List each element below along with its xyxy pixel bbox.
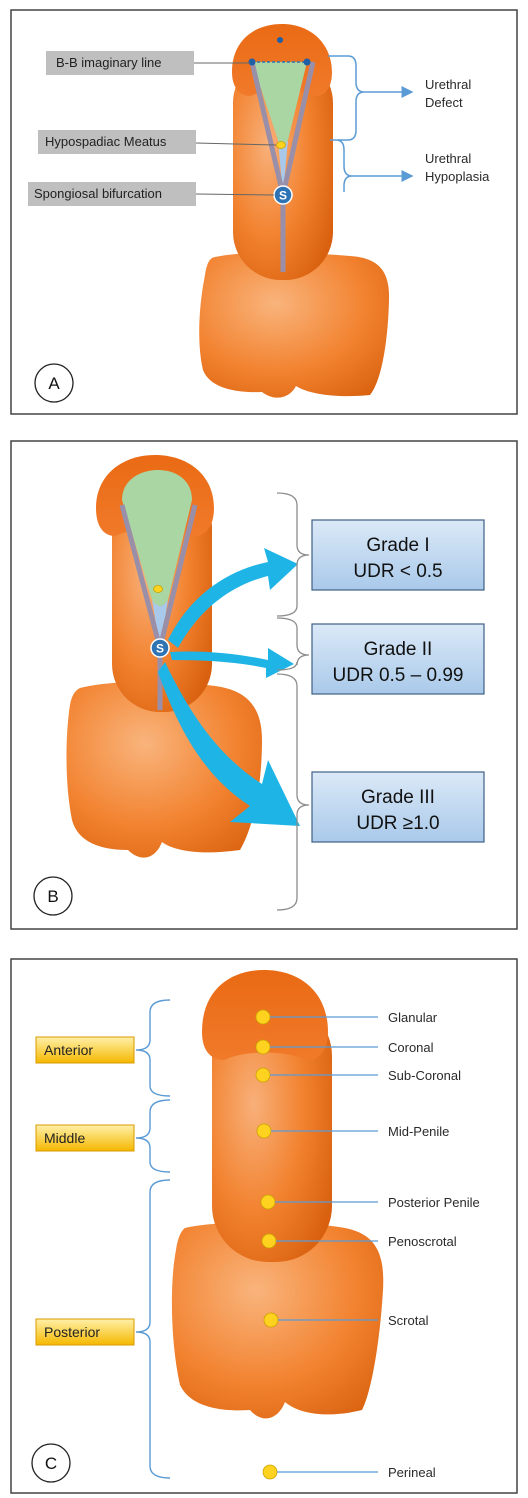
meatus-marker — [154, 586, 163, 593]
bb-point-right — [304, 59, 311, 66]
panel-b-letter: B — [47, 887, 58, 906]
bb-line-label: B-B imaginary line — [56, 55, 162, 70]
group-middle: Middle — [44, 1130, 85, 1146]
grade-3-title: Grade III — [361, 787, 435, 808]
subcoronal-dot — [256, 1068, 270, 1082]
s-marker-label: S — [156, 642, 164, 656]
defect-label-line1: Urethral — [425, 77, 471, 92]
meatus-marker — [277, 142, 286, 149]
location-penoscrotal: Penoscrotal — [388, 1234, 457, 1249]
group-anterior: Anterior — [44, 1042, 93, 1058]
glanular-dot — [256, 1010, 270, 1024]
bifurcation-label: Spongiosal bifurcation — [34, 186, 162, 201]
panel-c-letter: C — [45, 1454, 57, 1473]
grade-2-title: Grade II — [364, 639, 433, 660]
scrotal-dot — [264, 1313, 278, 1327]
panel-c: Glanular Coronal Sub-Coronal Mid-Penile … — [11, 959, 517, 1493]
location-scrotal: Scrotal — [388, 1313, 429, 1328]
penoscrotal-dot — [262, 1234, 276, 1248]
posterior-penile-dot — [261, 1195, 275, 1209]
panel-b: S Grade I UDR < 0.5 Grade II UDR 0.5 – 0… — [11, 441, 517, 929]
location-midpenile: Mid-Penile — [388, 1124, 449, 1139]
grade-1-box: Grade I UDR < 0.5 — [312, 520, 484, 590]
grade-1-title: Grade I — [366, 535, 429, 556]
grade-1-value: UDR < 0.5 — [353, 561, 442, 582]
panel-a-letter: A — [48, 374, 60, 393]
grade-2-box: Grade II UDR 0.5 – 0.99 — [312, 624, 484, 694]
hypoplasia-label-line2: Hypoplasia — [425, 169, 490, 184]
perineal-dot — [263, 1465, 277, 1479]
location-glanular: Glanular — [388, 1010, 438, 1025]
location-posterior-penile: Posterior Penile — [388, 1195, 480, 1210]
defect-label-line2: Defect — [425, 95, 463, 110]
panel-a: S B-B imaginary line Hypospadiac Meatus … — [11, 10, 517, 414]
location-subcoronal: Sub-Coronal — [388, 1068, 461, 1083]
meatus-label: Hypospadiac Meatus — [45, 134, 167, 149]
grade-2-value: UDR 0.5 – 0.99 — [333, 665, 464, 686]
midpenile-dot — [257, 1124, 271, 1138]
s-marker-label: S — [279, 189, 287, 203]
coronal-dot — [256, 1040, 270, 1054]
location-coronal: Coronal — [388, 1040, 434, 1055]
hypoplasia-label-line1: Urethral — [425, 151, 471, 166]
grade-3-box: Grade III UDR ≥1.0 — [312, 772, 484, 842]
glans-tip-point — [277, 37, 283, 43]
grade-3-value: UDR ≥1.0 — [356, 813, 439, 834]
location-perineal: Perineal — [388, 1465, 436, 1480]
group-posterior: Posterior — [44, 1324, 100, 1340]
bb-point-left — [249, 59, 256, 66]
